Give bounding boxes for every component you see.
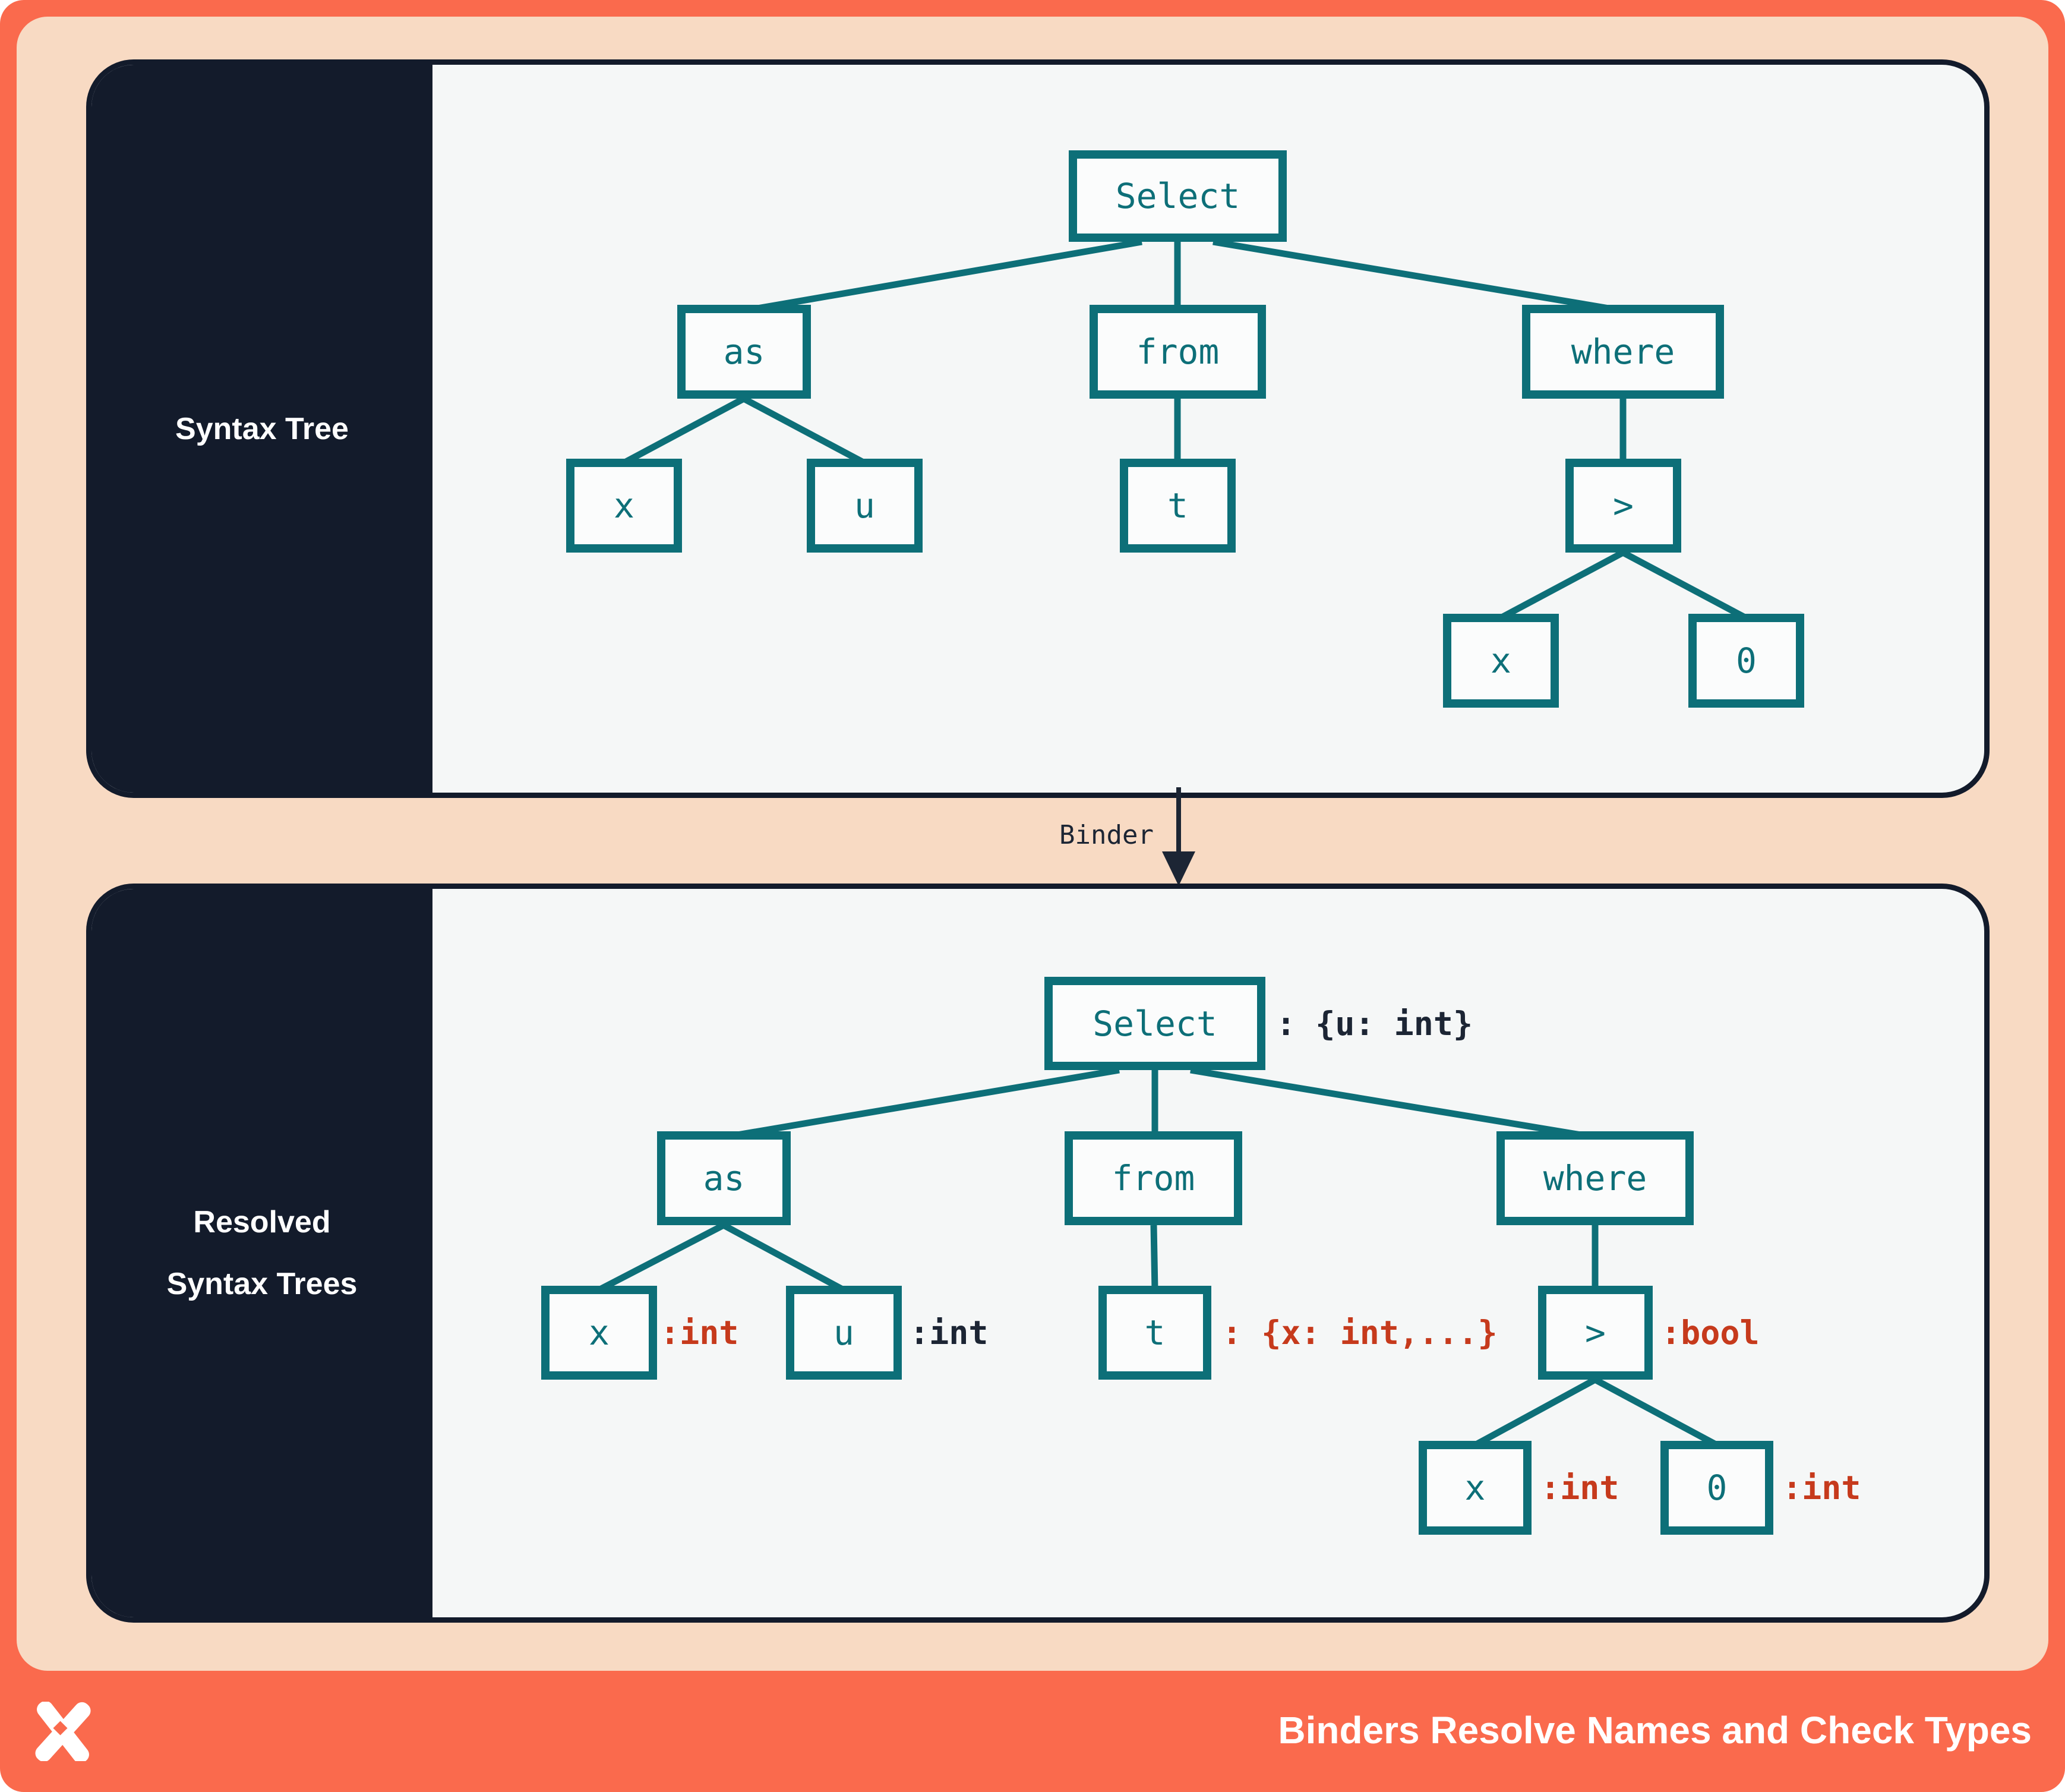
top-tree-node-from: from: [1090, 305, 1266, 399]
top-tree-node-select: Select: [1069, 150, 1287, 242]
resolved-sidebar-label-line2: Syntax Trees: [166, 1267, 358, 1301]
annotation-x2-type: :int: [1540, 1469, 1619, 1507]
top-tree-node-where: where: [1522, 305, 1724, 399]
annotation-u-type: :int: [910, 1314, 989, 1352]
annotation-gt-type: :bool: [1661, 1314, 1760, 1352]
resolved-sidebar: Resolved Syntax Trees: [91, 889, 432, 1617]
resolved-sidebar-label: Resolved Syntax Trees: [167, 1191, 358, 1315]
syntax-tree-sidebar: Syntax Tree: [91, 65, 432, 793]
syntax-tree-sidebar-label: Syntax Tree: [175, 411, 349, 446]
bottom-tree-node-t: t: [1098, 1286, 1211, 1380]
annotation-x1-type: :int: [660, 1314, 739, 1352]
bottom-tree-edges: [597, 1067, 1719, 1448]
top-tree-node-zero: 0: [1688, 614, 1804, 708]
top-tree-edges: [622, 238, 1748, 621]
bottom-tree-node-u: u: [786, 1286, 902, 1380]
annotation-zero-type: :int: [1782, 1469, 1861, 1507]
top-tree-node-x2: x: [1443, 614, 1559, 708]
resolved-syntax-trees-panel: Resolved Syntax Trees Select as from whe…: [86, 884, 1990, 1623]
bottom-tree-node-zero: 0: [1660, 1441, 1773, 1535]
top-tree-node-u: u: [807, 459, 923, 553]
binder-label: Binder: [1059, 820, 1154, 850]
bottom-tree-node-where: where: [1496, 1131, 1694, 1225]
top-tree-node-x1: x: [566, 459, 682, 553]
bottom-tree-node-from: from: [1065, 1131, 1242, 1225]
top-tree-node-gt: >: [1565, 459, 1681, 553]
annotation-select-type: : {u: int}: [1276, 1004, 1473, 1043]
bottom-tree-node-as: as: [657, 1131, 791, 1225]
bottom-tree-node-select: Select: [1044, 977, 1265, 1070]
top-tree-node-as: as: [677, 305, 811, 399]
bottom-tree-node-x2: x: [1419, 1441, 1532, 1535]
annotation-t-type: : {x: int,...}: [1222, 1314, 1498, 1352]
syntax-tree-panel: Syntax Tree Select as from where x u t >…: [86, 59, 1990, 798]
bottom-tree-node-x1: x: [541, 1286, 657, 1380]
x-star-logo-icon: [35, 1702, 91, 1761]
resolved-sidebar-label-line1: Resolved: [193, 1205, 331, 1239]
bottom-tree-node-gt: >: [1538, 1286, 1653, 1380]
footer-title: Binders Resolve Names and Check Types: [1278, 1709, 2032, 1752]
binder-arrow-icon: [1162, 787, 1195, 886]
top-tree-node-t: t: [1120, 459, 1236, 553]
